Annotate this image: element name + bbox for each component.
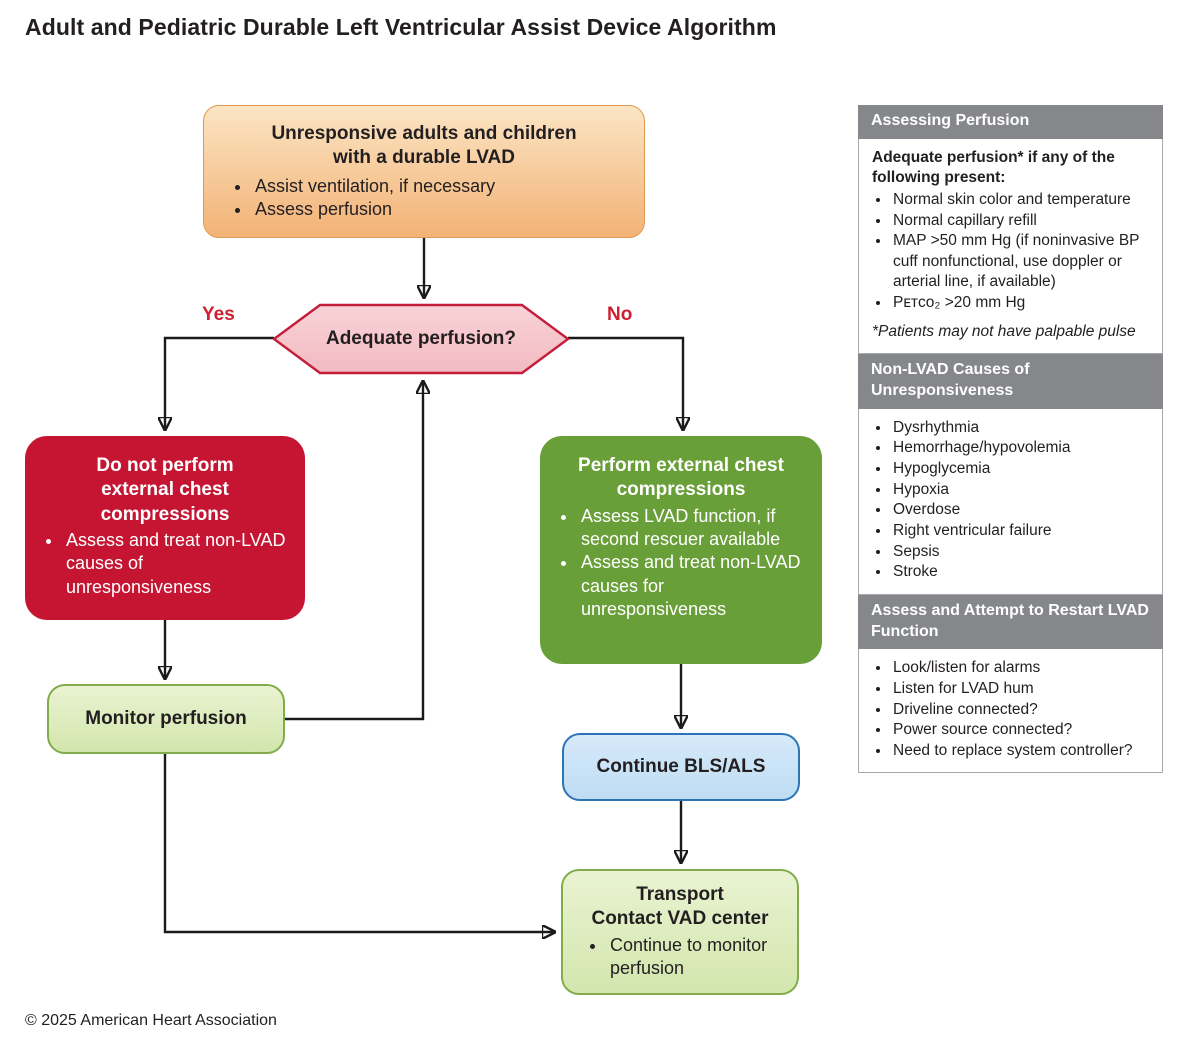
- transport-bullets: Continue to monitor perfusion: [577, 934, 783, 981]
- bullet-item: Pᴇᴛᴄᴏ₂ >20 mm Hg: [891, 293, 1150, 314]
- panel-assessing-perfusion-header: Assessing Perfusion: [858, 105, 1163, 139]
- bullet-item: Power source connected?: [891, 720, 1150, 741]
- bullet-item: MAP >50 mm Hg (if noninvasive BP cuff no…: [891, 231, 1150, 293]
- continue-bls-als-box: Continue BLS/ALS: [562, 733, 800, 801]
- continue-bls-als-label: Continue BLS/ALS: [596, 755, 766, 777]
- bullet-item: Overdose: [891, 500, 1150, 521]
- bullet-item: Look/listen for alarms: [891, 658, 1150, 679]
- bullet-item: Normal skin color and temperature: [891, 190, 1150, 211]
- bullet-item: Hypoxia: [891, 480, 1150, 501]
- panel-assessing-perfusion: Assessing Perfusion Adequate perfusion* …: [858, 105, 1163, 355]
- start-box: Unresponsive adults and children with a …: [203, 105, 645, 238]
- bullet-item: Need to replace system controller?: [891, 741, 1150, 762]
- bullet-item: Right ventricular failure: [891, 521, 1150, 542]
- panel-intro: Adequate perfusion* if any of the follow…: [872, 148, 1115, 187]
- bullet-item: Driveline connected?: [891, 700, 1150, 721]
- panel-non-lvad-causes-bullets: DysrhythmiaHemorrhage/hypovolemiaHypogly…: [872, 418, 1150, 583]
- panel-assessing-perfusion-body: Adequate perfusion* if any of the follow…: [858, 138, 1163, 355]
- panel-non-lvad-causes-header: Non-LVAD Causes of Unresponsiveness: [858, 354, 1163, 409]
- no-compressions-title: Do not perform external chest compressio…: [96, 455, 234, 525]
- bullet-item: Hypoglycemia: [891, 459, 1150, 480]
- panel-non-lvad-causes: Non-LVAD Causes of Unresponsiveness Dysr…: [858, 354, 1163, 595]
- no-compressions-box: Do not perform external chest compressio…: [25, 436, 305, 620]
- panel-assessing-perfusion-bullets: Normal skin color and temperatureNormal …: [872, 190, 1150, 314]
- panel-footnote: *Patients may not have palpable pulse: [872, 322, 1136, 340]
- start-box-title: Unresponsive adults and children with a …: [271, 123, 577, 169]
- bullet-item: Sepsis: [891, 542, 1150, 563]
- bullet-item: Listen for LVAD hum: [891, 679, 1150, 700]
- panel-non-lvad-causes-body: DysrhythmiaHemorrhage/hypovolemiaHypogly…: [858, 408, 1163, 595]
- bullet-item: Assess perfusion: [252, 198, 630, 221]
- bullet-item: Stroke: [891, 562, 1150, 583]
- bullet-item: Hemorrhage/hypovolemia: [891, 438, 1150, 459]
- arrow-monitor-to-transport: [163, 754, 553, 932]
- start-box-bullets: Assist ventilation, if necessaryAssess p…: [218, 175, 630, 222]
- copyright-notice: © 2025 American Heart Association: [25, 1012, 277, 1029]
- bullet-item: Assess and treat non-LVAD causes of unre…: [63, 529, 291, 599]
- compressions-bullets: Assess LVAD function, if second rescuer …: [554, 505, 808, 622]
- bullet-item: Continue to monitor perfusion: [607, 934, 783, 981]
- decision-label: Adequate perfusion?: [325, 328, 516, 349]
- compressions-title: Perform external chest compressions: [578, 455, 784, 501]
- transport-box: Transport Contact VAD center Continue to…: [561, 869, 799, 995]
- panel-restart-lvad-body: Look/listen for alarmsListen for LVAD hu…: [858, 649, 1163, 774]
- bullet-item: Dysrhythmia: [891, 418, 1150, 439]
- bullet-item: Assist ventilation, if necessary: [252, 175, 630, 198]
- bullet-item: Assess and treat non-LVAD causes for unr…: [578, 551, 808, 621]
- decision-hexagon: Adequate perfusion?: [271, 303, 571, 375]
- panel-restart-lvad-bullets: Look/listen for alarmsListen for LVAD hu…: [872, 658, 1150, 761]
- monitor-perfusion-label: Monitor perfusion: [85, 707, 247, 729]
- monitor-perfusion-box: Monitor perfusion: [47, 684, 285, 754]
- arrow-monitor-feedback-to-decision: [285, 383, 423, 721]
- page-title: Adult and Pediatric Durable Left Ventric…: [25, 14, 777, 40]
- panel-restart-lvad-header: Assess and Attempt to Restart LVAD Funct…: [858, 594, 1163, 650]
- arrow-decision-no-to-green-box: [568, 336, 683, 428]
- info-sidebar: Assessing Perfusion Adequate perfusion* …: [858, 105, 1163, 774]
- bullet-item: Assess LVAD function, if second rescuer …: [578, 505, 808, 552]
- no-compressions-bullets: Assess and treat non-LVAD causes of unre…: [39, 529, 291, 599]
- no-branch-label: No: [607, 304, 633, 325]
- hexagon-shape: [271, 303, 571, 375]
- panel-restart-lvad: Assess and Attempt to Restart LVAD Funct…: [858, 594, 1163, 774]
- compressions-box: Perform external chest compressions Asse…: [540, 436, 822, 664]
- bullet-item: Normal capillary refill: [891, 211, 1150, 232]
- arrow-decision-yes-to-red-box: [165, 336, 274, 428]
- yes-branch-label: Yes: [202, 304, 235, 325]
- transport-title: Transport Contact VAD center: [591, 884, 769, 930]
